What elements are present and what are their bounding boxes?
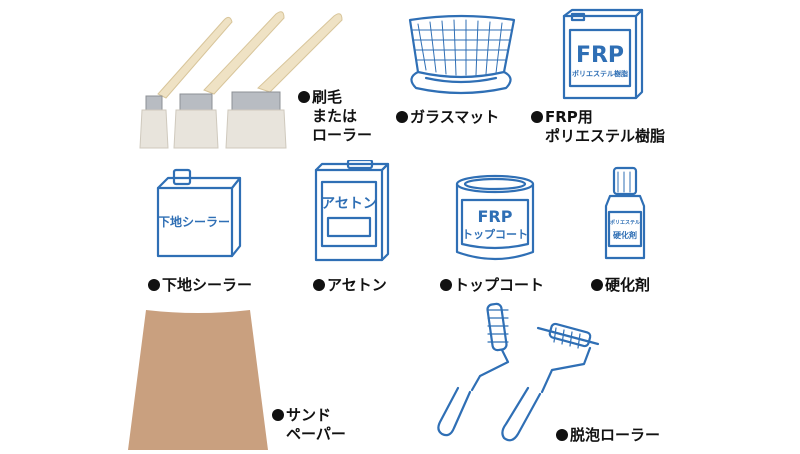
hardener-bottle-illustration: ポリエステル 硬化剤 [600, 166, 650, 262]
small-brush [139, 16, 233, 149]
bullet-icon [272, 409, 284, 421]
hardener-bottle-big-text: 硬化剤 [613, 230, 637, 240]
bullet-icon [556, 429, 568, 441]
glass-mat-label: ガラスマット [396, 108, 499, 127]
topcoat-can-big-text: FRP [478, 207, 513, 226]
bullet-icon [591, 279, 603, 291]
topcoat-can-illustration: FRP トップコート [452, 174, 538, 262]
bullet-icon [148, 279, 160, 291]
acetone-can-illustration: アセトン [310, 158, 392, 264]
medium-brush [173, 11, 285, 149]
frp-can-small-text: ポリエステル樹脂 [572, 69, 628, 78]
bullet-icon [298, 91, 310, 103]
frp-resin-can-illustration: FRP ポリエステル樹脂 [556, 6, 644, 102]
acetone-label: アセトン [313, 276, 387, 295]
acetone-can-text: アセトン [321, 196, 377, 212]
frp-can-big-text: FRP [576, 43, 624, 68]
hardener-bottle-small-text: ポリエステル [610, 219, 640, 226]
hardener-label: 硬化剤 [591, 276, 650, 295]
primer-can-illustration: 下地シーラー [152, 168, 244, 260]
roller-two [501, 322, 600, 442]
large-brush [225, 13, 343, 149]
defoam-roller-label: 脱泡ローラー [556, 426, 660, 445]
brush-illustration [128, 6, 348, 151]
sandpaper-illustration [128, 310, 268, 450]
sandpaper-label: サンド ペーパー [272, 406, 346, 444]
defoam-roller-illustration [424, 300, 604, 450]
frp-resin-label: FRP用 ポリエステル樹脂 [531, 108, 665, 146]
roller-one [437, 302, 510, 437]
primer-can-text: 下地シーラー [158, 214, 230, 229]
bullet-icon [531, 111, 543, 123]
topcoat-label: トップコート [440, 276, 544, 295]
bullet-icon [396, 111, 408, 123]
primer-label: 下地シーラー [148, 276, 252, 295]
bullet-icon [313, 279, 325, 291]
glass-mat-illustration [396, 12, 526, 97]
bullet-icon [440, 279, 452, 291]
topcoat-can-small-text: トップコート [462, 227, 528, 241]
brush-label: 刷毛 または ローラー [298, 88, 372, 145]
